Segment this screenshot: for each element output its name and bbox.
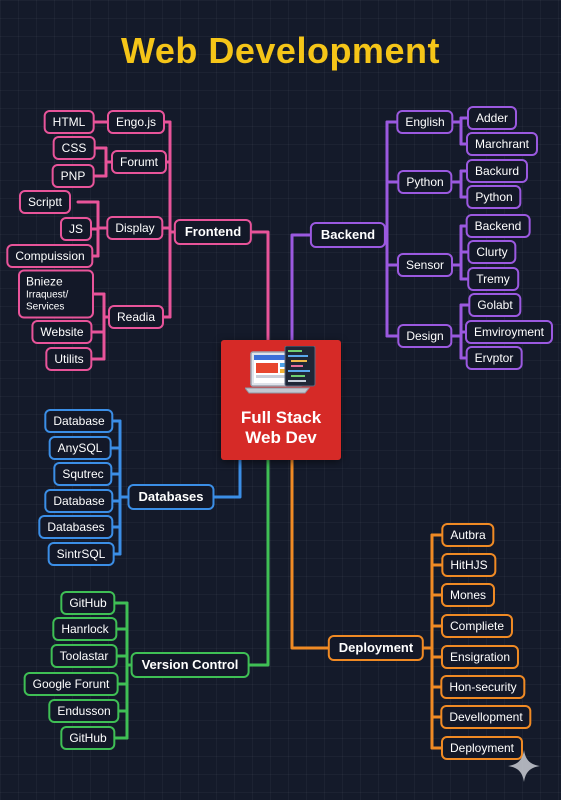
deployment-item-compliete[interactable]: Compliete xyxy=(440,614,514,638)
center-node: Full Stack Web Dev xyxy=(221,340,341,460)
backend-group-python[interactable]: Python xyxy=(397,170,453,194)
bnieze-sub-label-2: Services xyxy=(26,301,65,313)
frontend-group-readia[interactable]: Readia xyxy=(107,305,165,329)
sparkle-icon xyxy=(508,750,540,782)
databases-item-database[interactable]: Database xyxy=(44,409,114,433)
databases-item-databases[interactable]: Databases xyxy=(38,515,114,539)
version-control-item-hanrlock[interactable]: Hanrlock xyxy=(52,617,118,641)
backend-item-python[interactable]: Python xyxy=(466,185,522,209)
center-title-line2: Web Dev xyxy=(245,428,317,447)
deployment-item-autbra[interactable]: Autbra xyxy=(441,523,495,547)
databases-item-anysql[interactable]: AnySQL xyxy=(48,436,112,460)
deployment-item-mones[interactable]: Mones xyxy=(440,583,496,607)
version-control-item-github-2[interactable]: GitHub xyxy=(60,726,116,750)
frontend-connectors xyxy=(76,120,270,361)
deployment-connectors xyxy=(290,458,443,750)
deployment-item-hon-security[interactable]: Hon-security xyxy=(440,675,526,699)
backend-category[interactable]: Backend xyxy=(309,222,387,248)
databases-item-squtrec[interactable]: Squtrec xyxy=(53,462,113,486)
center-title-line1: Full Stack xyxy=(240,408,322,427)
frontend-item-compuission[interactable]: Compuission xyxy=(6,244,94,268)
databases-connectors xyxy=(108,419,242,556)
version-control-item-github[interactable]: GitHub xyxy=(60,591,116,615)
backend-item-ervptor[interactable]: Ervptor xyxy=(465,346,523,370)
databases-item-database-2[interactable]: Database xyxy=(44,489,114,513)
frontend-item-scriptt[interactable]: Scriptt xyxy=(18,190,72,214)
deployment-item-hithjs[interactable]: HitHJS xyxy=(441,553,497,577)
backend-item-clurty[interactable]: Clurty xyxy=(467,240,517,264)
version-control-category[interactable]: Version Control xyxy=(130,652,250,678)
databases-category[interactable]: Databases xyxy=(127,484,215,510)
frontend-group-forumt[interactable]: Forumt xyxy=(110,150,168,174)
backend-item-golabt[interactable]: Golabt xyxy=(468,293,522,317)
backend-item-backend[interactable]: Backend xyxy=(465,214,531,238)
deployment-category[interactable]: Deployment xyxy=(327,635,425,661)
frontend-group-display[interactable]: Display xyxy=(106,216,164,240)
version-control-item-toolastar[interactable]: Toolastar xyxy=(50,644,118,668)
frontend-item-pnp[interactable]: PNP xyxy=(51,164,95,188)
backend-item-adder[interactable]: Adder xyxy=(466,106,518,130)
backend-group-english[interactable]: English xyxy=(396,110,454,134)
frontend-item-css[interactable]: CSS xyxy=(52,136,96,160)
frontend-item-bnieze[interactable]: Bnieze Irraquest/ Services xyxy=(18,269,94,319)
bnieze-label: Bnieze xyxy=(26,274,63,289)
frontend-group-engojs[interactable]: Engo.js xyxy=(106,110,166,134)
frontend-item-website[interactable]: Website xyxy=(31,320,93,344)
databases-item-sintrsql[interactable]: SintrSQL xyxy=(47,542,115,566)
page-title: Web Development xyxy=(121,30,440,71)
deployment-item-devellopment[interactable]: Devellopment xyxy=(440,705,532,729)
backend-item-marchrant[interactable]: Marchrant xyxy=(465,132,539,156)
backend-group-sensor[interactable]: Sensor xyxy=(396,253,454,277)
frontend-item-utilits[interactable]: Utilits xyxy=(45,347,93,371)
laptop-icon xyxy=(245,346,316,394)
backend-item-emviroyment[interactable]: Emviroyment xyxy=(464,320,554,344)
frontend-category[interactable]: Frontend xyxy=(173,219,253,245)
version-control-item-google-forunt[interactable]: Google Forunt xyxy=(23,672,119,696)
backend-item-tremy[interactable]: Tremy xyxy=(467,267,519,291)
backend-item-backurd[interactable]: Backurd xyxy=(465,159,529,183)
bnieze-sub-label-1: Irraquest/ xyxy=(26,289,69,301)
frontend-item-html[interactable]: HTML xyxy=(43,110,95,134)
deployment-item-deployment[interactable]: Deployment xyxy=(440,736,524,760)
version-control-connectors xyxy=(112,458,270,740)
version-control-item-endusson[interactable]: Endusson xyxy=(48,699,120,723)
frontend-item-js[interactable]: JS xyxy=(59,217,93,241)
backend-group-design[interactable]: Design xyxy=(397,324,453,348)
deployment-item-ensigration[interactable]: Ensigration xyxy=(440,645,520,669)
